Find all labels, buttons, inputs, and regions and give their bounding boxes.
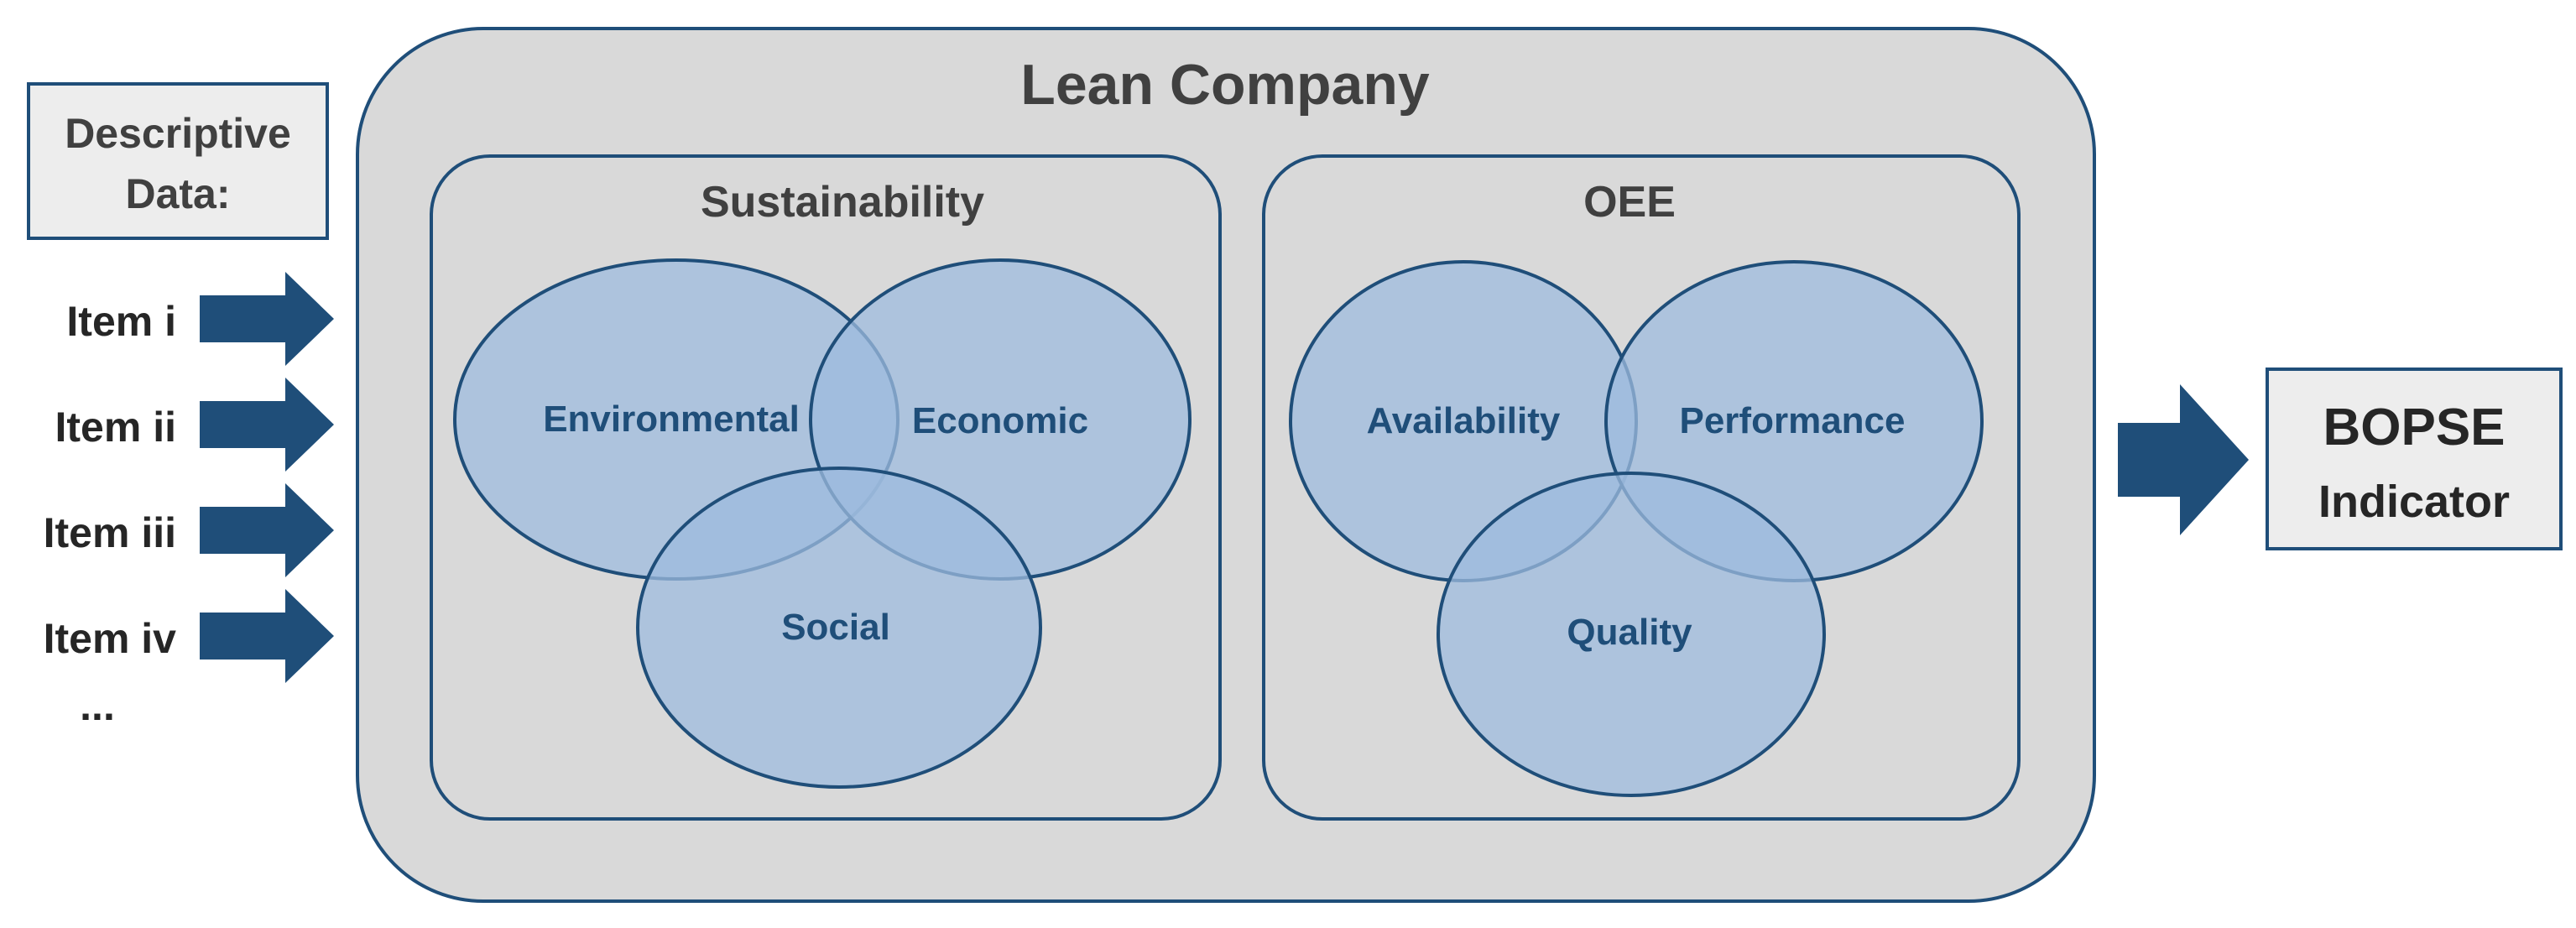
descriptive-data-label-line2: Data: (125, 170, 230, 217)
economic-label: Economic (912, 400, 1088, 441)
descriptive-data-box: Descriptive Data: (27, 82, 329, 240)
descriptive-data-frame (27, 82, 329, 240)
item-label-1: Item i (66, 298, 176, 345)
social-circle (636, 467, 1042, 789)
sustainability-title: Sustainability (701, 178, 984, 227)
bopse-label: BOPSE (2323, 399, 2505, 456)
quality-circle (1437, 472, 1826, 797)
bopse-indicator-box: BOPSE Indicator (2266, 368, 2563, 550)
item-arrow-1 (200, 272, 334, 366)
quality-label: Quality (1567, 612, 1692, 653)
social-label: Social (781, 607, 890, 648)
performance-label: Performance (1679, 400, 1905, 441)
sustainability-venn: Environmental Economic Social (453, 258, 1192, 789)
output-arrow (2118, 384, 2249, 535)
environmental-label: Environmental (543, 399, 800, 440)
indicator-label: Indicator (2318, 477, 2510, 527)
lean-company-title: Lean Company (1020, 53, 1430, 117)
item-arrow-3 (200, 483, 334, 577)
item-label-4: Item iv (44, 615, 177, 662)
oee-title: OEE (1583, 178, 1676, 227)
descriptive-data-label-line1: Descriptive (65, 110, 291, 157)
item-label-more: ... (80, 682, 115, 729)
item-arrow-2 (200, 378, 334, 472)
oee-venn: Availability Performance Quality (1289, 260, 1984, 797)
item-label-3: Item iii (44, 509, 176, 556)
item-label-2: Item ii (55, 404, 176, 451)
item-arrow-4 (200, 589, 334, 683)
availability-label: Availability (1367, 400, 1561, 441)
bopse-indicator-frame (2266, 368, 2563, 550)
